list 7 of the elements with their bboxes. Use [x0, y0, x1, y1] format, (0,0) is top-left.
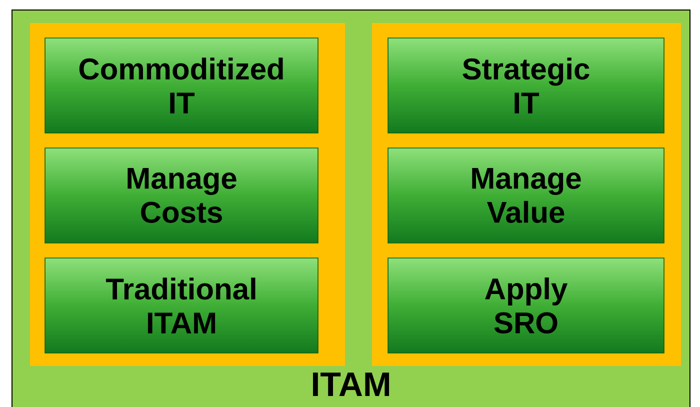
- label-box: Manage Costs: [44, 148, 318, 244]
- label-box: Traditional ITAM: [44, 258, 318, 354]
- label-box: Apply SRO: [388, 258, 664, 354]
- label-box: Manage Value: [388, 148, 664, 244]
- label-box: Commoditized IT: [44, 38, 318, 134]
- box-title: ITAM: [313, 372, 390, 396]
- label-box: Strategic IT: [388, 38, 664, 134]
